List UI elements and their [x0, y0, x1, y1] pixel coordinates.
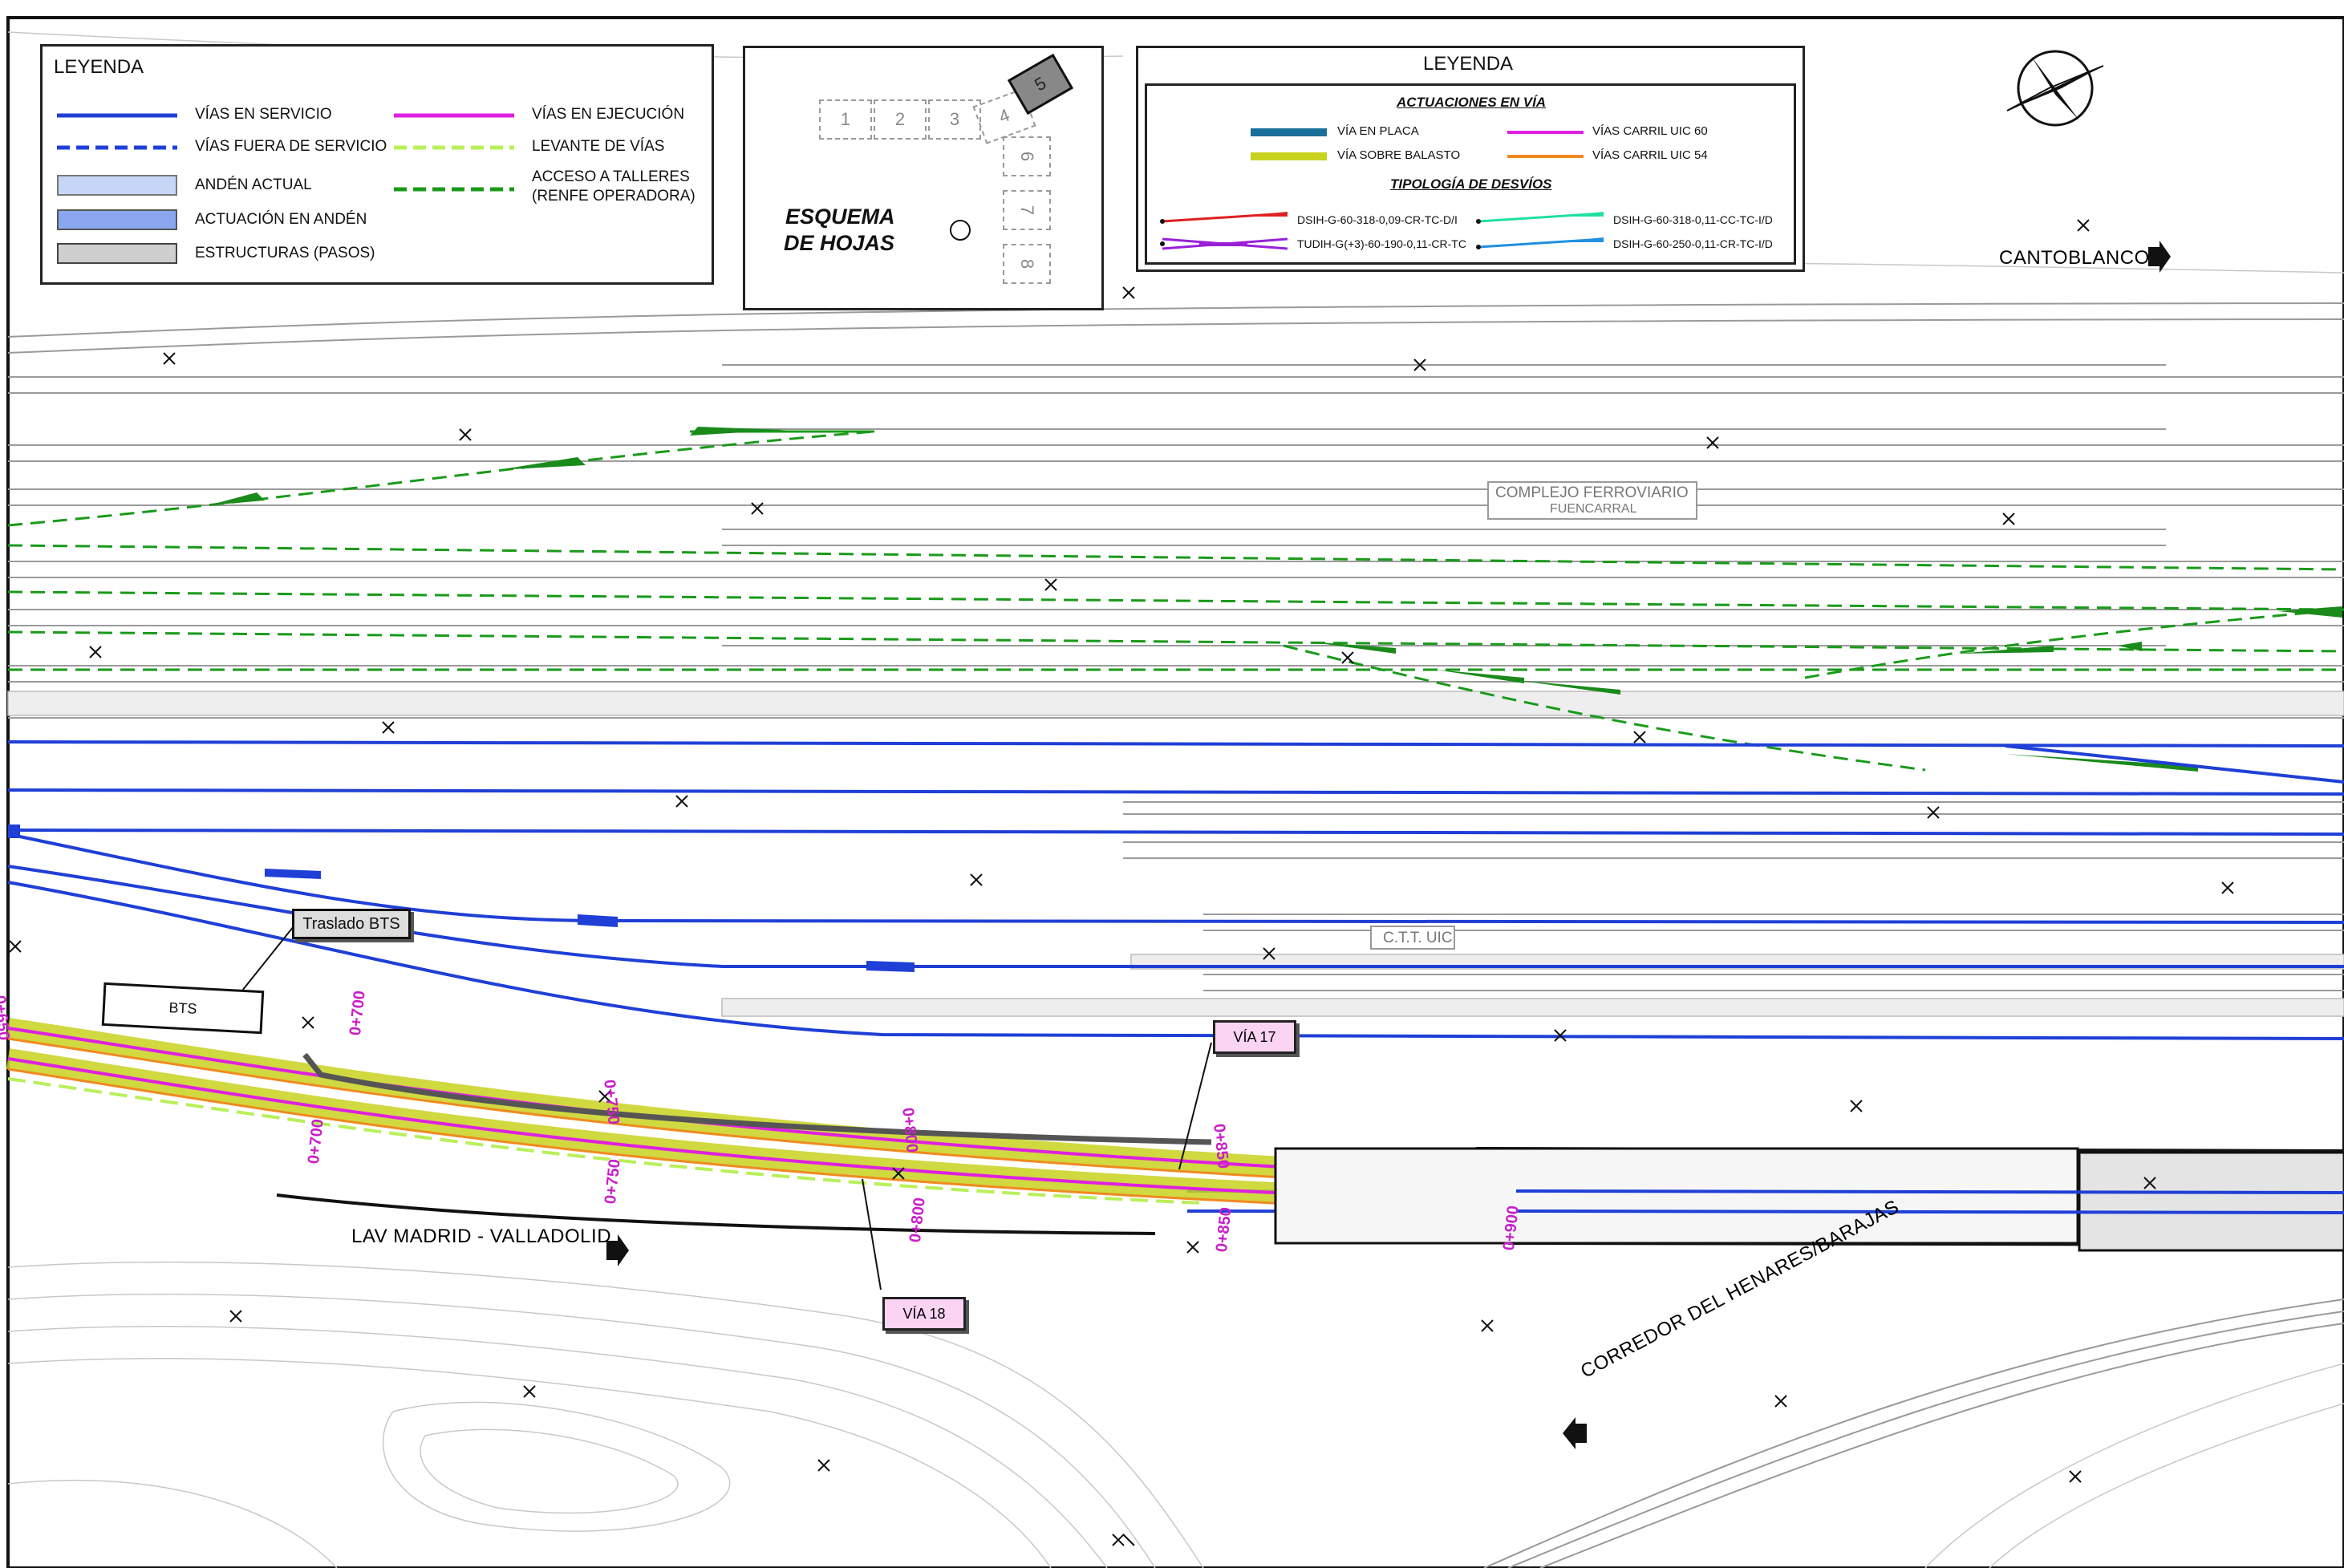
- legend-desvio-1: DSIH-G-60-318-0,09-CR-TC-D/I: [1297, 213, 1458, 226]
- label-lav: LAV MADRID - VALLADOLID: [351, 1226, 612, 1247]
- workshop-access-tracks: [7, 430, 2344, 772]
- swatch-platform-current: [57, 175, 177, 196]
- swatch-via-placa: [1251, 128, 1327, 136]
- legend-section-actuaciones: ACTUACIONES EN VÍA: [1397, 95, 1547, 110]
- legend-in-service: VÍAS EN SERVICIO: [195, 106, 332, 123]
- sheet-2: 2: [874, 99, 927, 140]
- legend-section-desvios: TIPOLOGÍA DE DESVÍOS: [1390, 176, 1552, 192]
- legend-execution: VÍAS EN EJECUCIÓN: [532, 106, 685, 123]
- swatch-desvio-3: [1476, 212, 1604, 224]
- existing-tracks-upper: [7, 302, 2344, 991]
- platform-actuation: [8, 825, 914, 972]
- legend-out-of-service: VÍAS FUERA DE SERVICIO: [195, 138, 387, 155]
- north-arrow-icon: [2006, 50, 2104, 127]
- swatch-execution: [394, 113, 514, 118]
- swatch-platform-actuation: [57, 209, 177, 230]
- turnout-wedges-green: [209, 427, 2342, 772]
- sheet-1: 1: [819, 99, 872, 140]
- corredor-tracks: [1483, 1299, 2344, 1568]
- label-ctt: C.T.T. UIC: [1383, 930, 1453, 946]
- legend-uic60: VÍAS CARRIL UIC 60: [1592, 124, 1708, 138]
- sheet-scheme-title-1: ESQUEMA: [785, 205, 895, 229]
- label-cantoblanco: CANTOBLANCO: [1999, 247, 2150, 269]
- sheet-3: 3: [928, 99, 981, 140]
- traslado-bts-box: Traslado BTS: [292, 909, 411, 939]
- sheet-6: 6: [1003, 136, 1051, 176]
- legend-via-placa: VÍA EN PLACA: [1337, 124, 1419, 138]
- arrow-left-icon: [1563, 1417, 1587, 1449]
- label-complejo-box: COMPLEJO FERROVIARIO FUENCARRAL: [1487, 481, 1697, 520]
- callout-via17: VÍA 17: [1213, 1020, 1296, 1054]
- swatch-uic60: [1507, 131, 1584, 134]
- existing-dark-track: [302, 1052, 1212, 1145]
- sheet-8: 8: [1003, 244, 1051, 284]
- legend-right-title: LEYENDA: [1423, 53, 1514, 75]
- legend-workshop-access-2: (RENFE OPERADORA): [532, 188, 695, 205]
- swatch-in-service: [57, 113, 177, 118]
- sheet-7: 7: [1003, 190, 1051, 230]
- tunnel-tracks: [1515, 1189, 2344, 1214]
- legend-desvio-2: TUDIH-G(+3)-60-190-0,11-CR-TC: [1297, 237, 1466, 250]
- sheet-scheme-title-2: DE HOJAS: [784, 231, 895, 255]
- track-lift-lines: [7, 1077, 1204, 1205]
- swatch-via-balasto: [1251, 152, 1327, 160]
- label-ctt-box: C.T.T. UIC: [1370, 926, 1455, 950]
- tunnel-structure: [1274, 1147, 2344, 1252]
- legend-via-balasto: VÍA SOBRE BALASTO: [1337, 148, 1461, 162]
- arrow-right-icon: [606, 1234, 629, 1266]
- bts-box: BTS: [101, 982, 265, 1035]
- legend-right: LEYENDA ACTUACIONES EN VÍA VÍA EN PLACA …: [1136, 46, 1805, 272]
- swatch-workshop-access: [394, 187, 514, 192]
- swatch-structures: [57, 243, 177, 264]
- label-complejo-2: FUENCARRAL: [1550, 502, 1637, 516]
- legend-left: LEYENDA VÍAS EN SERVICIO VÍAS FUERA DE S…: [40, 44, 714, 285]
- via-leaders: [862, 1042, 1212, 1290]
- legend-left-title: LEYENDA: [54, 56, 144, 78]
- legend-desvio-3: DSIH-G-60-318-0,11-CC-TC-I/D: [1613, 213, 1773, 226]
- label-complejo-1: COMPLEJO FERROVIARIO: [1495, 484, 1689, 501]
- callout-via18: VÍA 18: [882, 1297, 966, 1331]
- compass-small-icon: [939, 215, 981, 245]
- legend-lift: LEVANTE DE VÍAS: [532, 138, 665, 155]
- swatch-uic54: [1507, 155, 1584, 158]
- legend-structures: ESTRUCTURAS (PASOS): [195, 245, 375, 261]
- legend-desvio-4: DSIH-G-60-250-0,11-CR-TC-I/D: [1613, 237, 1773, 250]
- survey-markers: [9, 219, 2234, 1546]
- swatch-lift: [394, 145, 514, 150]
- traslado-bts-label: Traslado BTS: [302, 914, 400, 933]
- swatch-desvio-1: [1160, 212, 1288, 224]
- legend-platform-current: ANDÉN ACTUAL: [195, 176, 312, 193]
- legend-right-inner: [1145, 83, 1796, 265]
- arrow-right-icon: [2148, 241, 2171, 273]
- swatch-desvio-4: [1476, 237, 1604, 249]
- swatch-desvio-2: [1160, 237, 1288, 250]
- legend-platform-actuation: ACTUACIÓN EN ANDÉN: [195, 211, 367, 228]
- swatch-out-of-service: [57, 145, 177, 150]
- sheet-scheme: 1 2 3 4 5 6 7 8 ESQUEMA DE HOJAS: [743, 46, 1104, 310]
- legend-workshop-access: ACCESO A TALLERES: [532, 168, 690, 185]
- uic54-edges: [7, 1037, 1517, 1215]
- bts-label: BTS: [168, 999, 198, 1017]
- legend-uic54: VÍAS CARRIL UIC 54: [1592, 148, 1708, 162]
